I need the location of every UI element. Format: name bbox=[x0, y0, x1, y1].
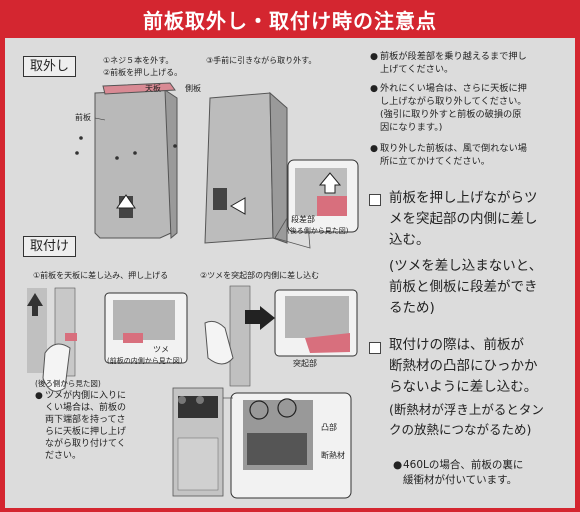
bullet-dot-icon: ● bbox=[370, 83, 379, 94]
content-panel: 取外し ①ネジ５本を外す。 ②前板を押し上げる。 ③手前に引きながら取り外す。 … bbox=[5, 38, 575, 508]
step-part-inset bbox=[287, 159, 359, 233]
install-step1: ①前板を天板に差し込み、押し上げる bbox=[33, 271, 169, 280]
back-view-figure bbox=[172, 387, 352, 499]
claw-hint-text: ツメが内側に入りに くい場合は、前板の 両下端部を持ってさ らに天板に押し上げ … bbox=[45, 391, 127, 461]
bullet-dot-icon: ● bbox=[35, 391, 43, 401]
note-top-2: ●取り外した前板は、風で倒れない場 所に立てかけてください。 bbox=[370, 142, 565, 168]
illustration-layer bbox=[27, 82, 359, 499]
page-title: 前板取外し・取付け時の注意点 bbox=[143, 8, 437, 33]
install-figure-1 bbox=[27, 287, 77, 392]
install-back-view-caption: (後ろ側から見た図) bbox=[35, 379, 101, 388]
removal-figure-1 bbox=[75, 82, 178, 240]
check2-text: 取付けの際は、前板が 断熱材の凸部にひっかか らないように差し込む。 bbox=[389, 337, 538, 395]
step-part-label: 段差部 bbox=[291, 215, 315, 224]
note-top-0-text: 前板が段差部を乗り越えるまで押し 上げてください。 bbox=[380, 51, 527, 75]
claw-hint: ● ツメが内側に入りに くい場合は、前板の 両下端部を持ってさ らに天板に押し上… bbox=[35, 390, 165, 462]
protrusion-label: 突起部 bbox=[293, 359, 317, 368]
top-panel-label: 天板 bbox=[145, 84, 161, 93]
side-panel-label: 側板 bbox=[185, 84, 201, 93]
note-top-1-text: 外れにくい場合は、さらに天板に押 し上げながら取り外してください。 (強引に取り… bbox=[380, 83, 527, 133]
removal-step3: ③手前に引きながら取り外す。 bbox=[206, 56, 317, 65]
checkbox-icon bbox=[369, 342, 381, 354]
insulation-label: 断熱材 bbox=[321, 451, 345, 460]
note-460: ●460Lの場合、前板の裏に 緩衝材が付いています。 bbox=[393, 458, 573, 488]
install-section-label: 取付け bbox=[23, 236, 77, 257]
note-460-text: 460Lの場合、前板の裏に 緩衝材が付いています。 bbox=[403, 459, 524, 486]
removal-back-view-caption: (後ろ側から見た図) bbox=[287, 227, 349, 235]
install-figure-2 bbox=[204, 285, 358, 387]
check1-text: 前板を押し上げながらツ メを突起部の内側に差し 込む。 bbox=[389, 190, 538, 248]
claw-inset-caption: (前板の内側から見た図) bbox=[107, 357, 183, 365]
convex-label: 凸部 bbox=[321, 423, 337, 432]
removal-step2: ②前板を押し上げる。 bbox=[103, 68, 183, 77]
note-top-1: ●外れにくい場合は、さらに天板に押 し上げながら取り外してください。 (強引に取… bbox=[370, 82, 565, 134]
check1-reason: (ツメを差し込まないと、 前板と側板に段差ができ るため) bbox=[389, 258, 543, 316]
bullet-dot-icon: ● bbox=[393, 459, 403, 471]
checkbox-icon bbox=[369, 194, 381, 206]
claw-label: ツメ bbox=[153, 345, 169, 354]
removal-figure-2 bbox=[204, 91, 311, 249]
check2-reason: (断熱材が浮き上がるとタン クの放熱につながるため) bbox=[389, 402, 544, 437]
bullet-dot-icon: ● bbox=[370, 51, 379, 62]
install-step2: ②ツメを突起部の内側に差し込む bbox=[200, 271, 320, 280]
bullet-dot-icon: ● bbox=[370, 143, 379, 154]
front-panel-label: 前板 bbox=[75, 113, 91, 122]
removal-step1: ①ネジ５本を外す。 bbox=[103, 56, 174, 65]
note-top-0: ●前板が段差部を乗り越えるまで押し 上げてください。 bbox=[370, 50, 565, 76]
claw-inset bbox=[104, 292, 188, 364]
removal-section-label: 取外し bbox=[23, 56, 77, 77]
note-top-2-text: 取り外した前板は、風で倒れない場 所に立てかけてください。 bbox=[380, 143, 527, 167]
